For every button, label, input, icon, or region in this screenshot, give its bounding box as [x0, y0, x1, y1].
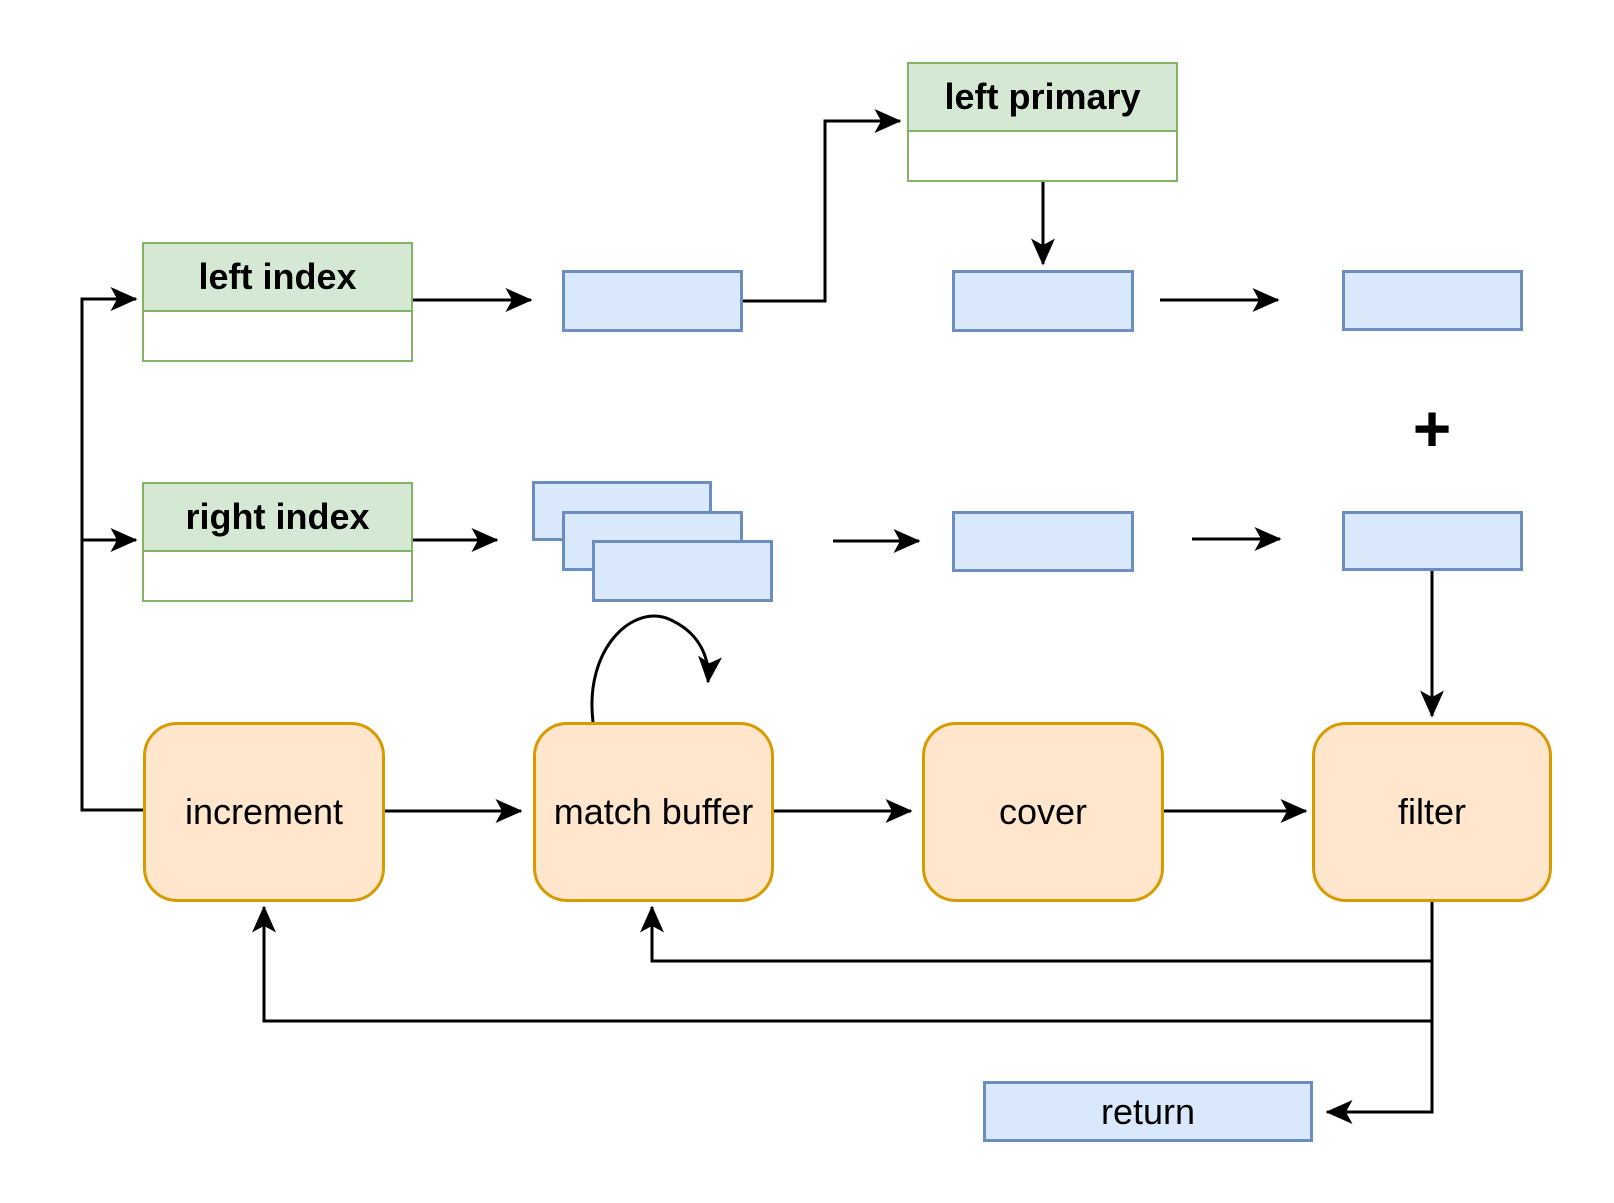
right-index-value-slot — [144, 552, 411, 600]
plus-symbol: + — [1412, 391, 1452, 465]
edge-match-buffer-self-loop — [590, 614, 722, 723]
value-box-top-3 — [1342, 270, 1523, 331]
value-box-top-1 — [562, 270, 743, 332]
edge-increment-to-left-index — [80, 287, 143, 812]
value-box-top-2 — [952, 270, 1134, 332]
node-right-index: right index — [142, 482, 413, 602]
value-box-stack-front — [592, 540, 773, 602]
node-filter: filter — [1312, 722, 1552, 902]
edge-filter-to-return — [1325, 902, 1434, 1124]
right-index-title: right index — [144, 484, 411, 552]
match-buffer-label: match buffer — [553, 791, 754, 832]
left-index-title: left index — [144, 244, 411, 312]
filter-label: filter — [1397, 791, 1466, 832]
plus-operator: + — [1382, 388, 1482, 468]
value-box-mid-2 — [1342, 511, 1523, 571]
edge-filter-feedback-match-buffer — [640, 905, 1432, 963]
left-primary-title: left primary — [909, 64, 1176, 132]
node-match-buffer: match buffer — [533, 722, 774, 902]
left-primary-value-slot — [909, 132, 1176, 180]
edge-box-to-left-primary — [743, 109, 902, 303]
cover-label: cover — [998, 791, 1088, 832]
node-left-index: left index — [142, 242, 413, 362]
return-label: return — [1100, 1090, 1196, 1132]
value-box-mid-1 — [952, 511, 1134, 572]
node-cover: cover — [922, 722, 1164, 902]
node-return: return — [983, 1081, 1313, 1142]
node-left-primary: left primary — [907, 62, 1178, 182]
node-increment: increment — [143, 722, 385, 902]
edge-filter-feedback-increment — [252, 905, 1432, 1023]
increment-label: increment — [184, 791, 344, 832]
left-index-value-slot — [144, 312, 411, 360]
